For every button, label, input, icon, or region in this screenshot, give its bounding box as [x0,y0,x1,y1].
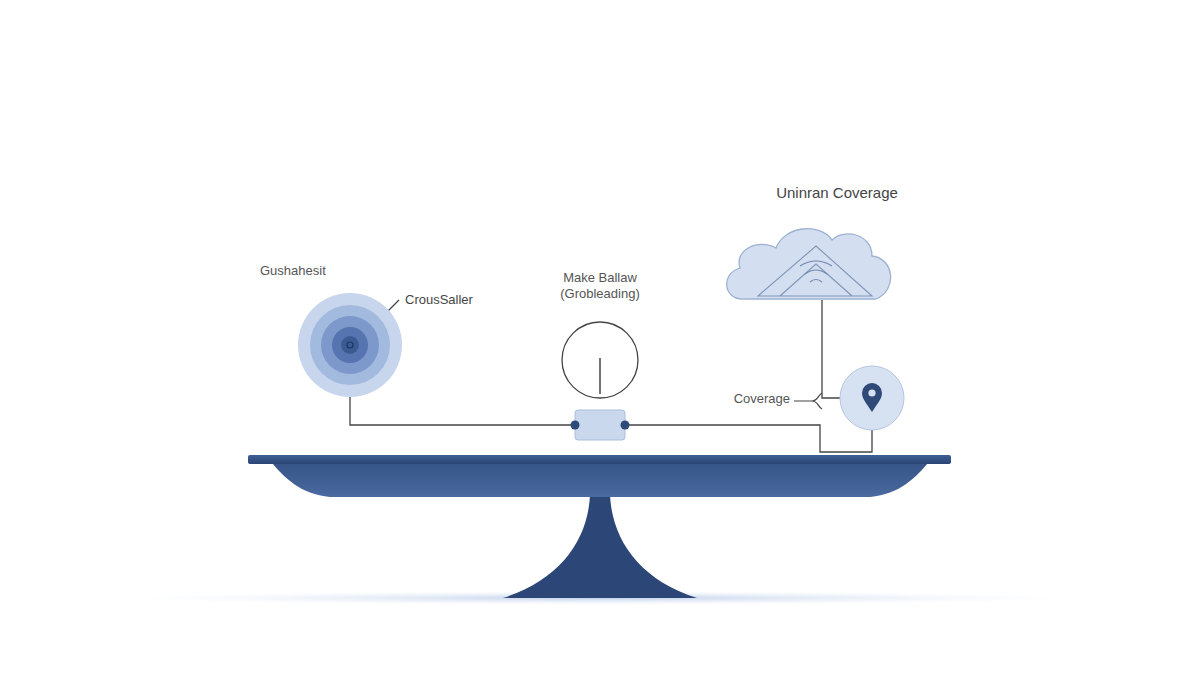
node-label: Uninran Coverage [717,185,957,201]
cloud-shape: Uninran Coverage [722,222,895,300]
node-label: Make Ballaw (Grobleading) [540,270,660,302]
cloud-outline [727,229,891,299]
leader-line [387,300,399,312]
target-center [347,342,353,348]
gauge-box-outline [575,322,625,440]
scale-bowl [272,463,928,497]
fulcrum [503,495,697,598]
node-label: Coverage [734,391,790,407]
location-pin: Coverage [840,366,904,430]
callout-label: CrousSaller [405,292,473,308]
coverage-bracket [794,393,822,409]
location-pin-outline [840,366,904,430]
gauge-needle [599,358,601,394]
cloud-shape-outline [722,222,895,300]
scale-beam [248,455,951,464]
wire [625,425,872,452]
target-circle-outline [298,293,402,397]
pin-circle [840,366,904,430]
target-ring [298,293,402,397]
target-ring [310,305,390,385]
pin-marker [862,383,882,412]
signal-arcs [800,261,832,282]
wire [822,300,840,398]
target-ring [321,316,379,374]
target-ring [332,327,368,363]
terminal-dot [621,421,630,430]
terminal-dot [571,421,580,430]
node-label: Gushahesit [260,263,326,279]
gauge-base [575,410,625,440]
cloud-wireframe [758,246,872,296]
gauge-box: Make Ballaw (Grobleading) [575,322,625,440]
wire [350,397,575,425]
gauge-dial [562,322,638,398]
target-circle: Gushahesit [298,293,402,397]
target-ring [341,336,359,354]
pin-hole [868,389,875,396]
